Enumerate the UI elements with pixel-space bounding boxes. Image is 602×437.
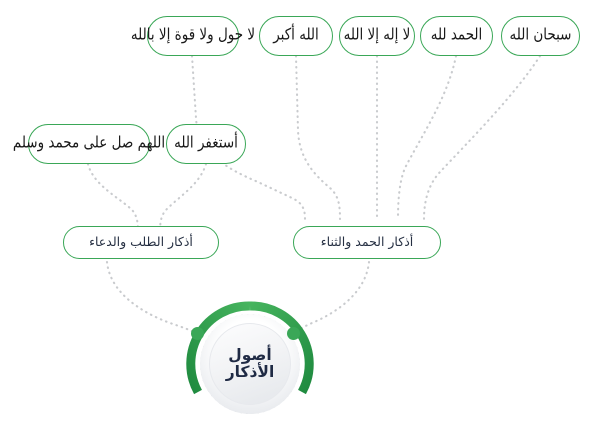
leaf-node-alhamdulillah[interactable]: الحمد لله <box>420 16 493 56</box>
leaf-label: لا حول ولا قوة إلا بالله <box>130 25 256 45</box>
leaf-label: لا إله إلا الله <box>343 25 411 45</box>
leaf-label: الله أكبر <box>273 25 319 45</box>
branch-label: أذكار الطلب والدعاء <box>89 234 193 250</box>
ring-connector-dot-right <box>287 327 300 340</box>
leaf-label: الحمد لله <box>430 25 483 45</box>
leaf-node-la-ilaha[interactable]: لا إله إلا الله <box>339 16 415 56</box>
leaf-node-salat-nabi[interactable]: اللهم صل على محمد وسلم <box>13 124 166 164</box>
root-node[interactable]: أصول الأذكار <box>182 296 318 432</box>
root-title-line-1: أصول <box>228 345 272 364</box>
leaf-node-la-hawla[interactable]: لا حول ولا قوة إلا بالله <box>131 16 255 56</box>
root-title-line-2: الأذكار <box>225 363 275 381</box>
branch-label: أذكار الحمد والثناء <box>320 234 414 250</box>
branch-node-request-and-dua[interactable]: أذكار الطلب والدعاء <box>63 226 219 259</box>
branch-node-praise-and-thanks[interactable]: أذكار الحمد والثناء <box>293 226 441 259</box>
leaf-node-allahu-akbar[interactable]: الله أكبر <box>259 16 333 56</box>
leaf-node-subhanallah[interactable]: سبحان الله <box>501 16 580 56</box>
root-disc: أصول الأذكار <box>209 323 291 405</box>
leaf-label: أستغفر الله <box>174 133 238 153</box>
leaf-label: سبحان الله <box>509 25 572 45</box>
ring-connector-dot-left <box>191 327 204 340</box>
leaf-node-astaghfirullah[interactable]: أستغفر الله <box>166 124 246 164</box>
leaf-label: اللهم صل على محمد وسلم <box>12 133 166 153</box>
